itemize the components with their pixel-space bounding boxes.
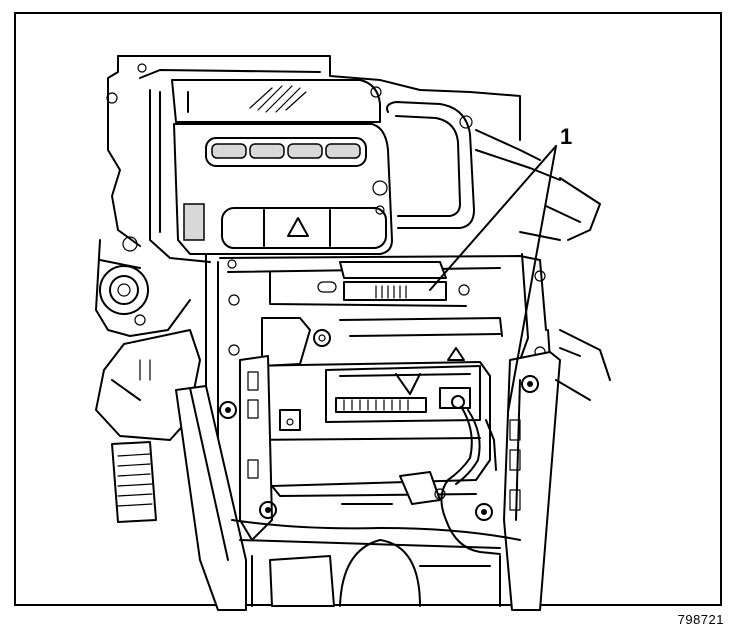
center-vent-housing bbox=[171, 79, 382, 123]
wiring-harness bbox=[434, 407, 501, 555]
left-trim-post bbox=[175, 355, 273, 611]
upper-inner-bracket bbox=[269, 261, 503, 337]
right-air-duct bbox=[386, 99, 601, 241]
leader-line-lower bbox=[507, 145, 557, 413]
leader-line-upper bbox=[429, 145, 557, 291]
left-lower-bracket bbox=[95, 329, 201, 523]
right-trim-post bbox=[503, 329, 611, 611]
callout-label-1: 1 bbox=[560, 124, 572, 149]
upper-panel-carrier bbox=[106, 55, 521, 263]
climate-control-panel bbox=[173, 123, 393, 255]
callout-leaders bbox=[429, 145, 557, 413]
lower-console bbox=[231, 501, 521, 607]
diagram-border bbox=[14, 12, 722, 606]
figure-number: 798721 bbox=[677, 612, 724, 627]
left-side-components bbox=[95, 236, 191, 337]
radio-chassis bbox=[239, 317, 491, 505]
